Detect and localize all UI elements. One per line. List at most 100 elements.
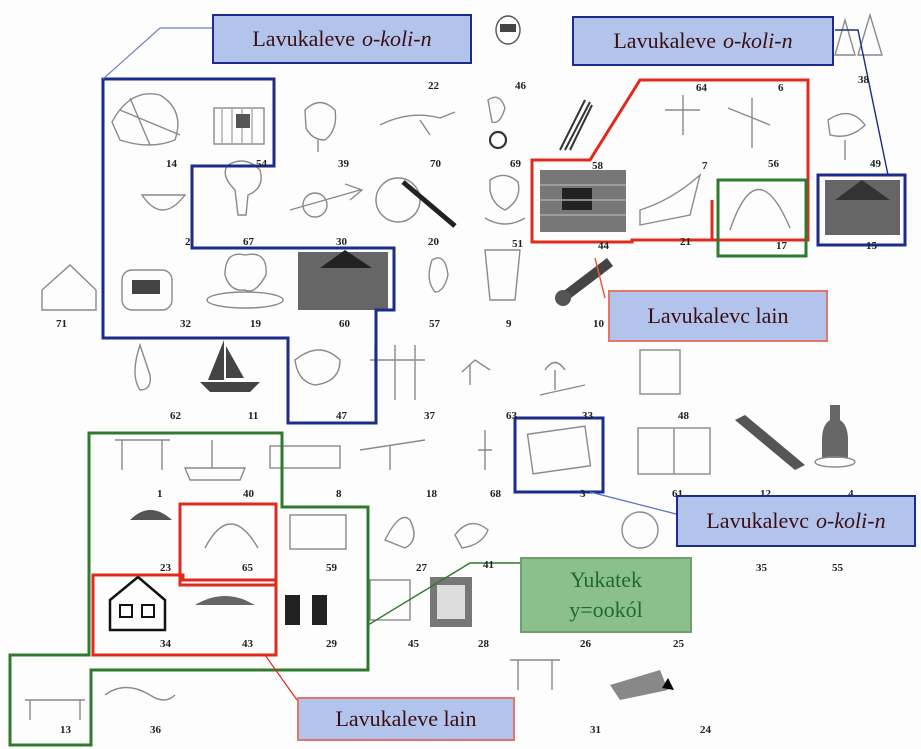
picture-number: 44	[598, 240, 609, 252]
picture-18-tool	[359, 439, 426, 470]
picture-31-table	[510, 659, 560, 690]
picture-number: 36	[150, 724, 161, 736]
picture-number: 19	[250, 318, 261, 330]
picture-number: 61	[672, 488, 683, 500]
connector-bottom	[264, 654, 298, 701]
picture-number: 8	[336, 488, 342, 500]
picture-number: 28	[478, 638, 489, 650]
picture-29-boots	[285, 595, 327, 625]
picture-number: 46	[515, 80, 526, 92]
picture-70-bird	[379, 111, 456, 136]
callout-text: Lavukalevc	[706, 508, 809, 533]
callout-line-2: y=ookól	[569, 597, 643, 622]
picture-number: 31	[590, 724, 601, 736]
picture-63-shape	[461, 359, 491, 385]
picture-number: 3	[580, 488, 586, 500]
picture-62-drop	[134, 342, 151, 391]
picture-number: 18	[426, 488, 437, 500]
picture-20-circle	[375, 177, 421, 223]
picture-47-animal	[294, 349, 341, 386]
picture-27-plant	[384, 516, 415, 549]
picture-number: 35	[756, 562, 767, 574]
picture-14-net	[111, 93, 181, 146]
callout-text: Lavukaleve lain	[335, 706, 477, 731]
picture-number: 37	[424, 410, 435, 422]
picture-17-curve	[729, 188, 791, 231]
picture-4-bottle	[822, 405, 848, 458]
picture-number: 1	[157, 488, 163, 500]
picture-30-arrow	[289, 183, 364, 211]
picture-59-cabinet	[289, 514, 347, 550]
picture-number: 51	[512, 238, 523, 250]
picture-number: 32	[180, 318, 191, 330]
green-region-17	[716, 178, 808, 258]
connector-top-right	[835, 29, 889, 176]
picture-number: 68	[490, 488, 501, 500]
blue-region-left	[101, 77, 396, 425]
picture-43-animal	[195, 596, 255, 605]
picture-number: 26	[580, 638, 591, 650]
picture-69-figure	[487, 96, 506, 124]
picture-number: 41	[483, 559, 494, 571]
picture-number: 12	[760, 488, 771, 500]
callout-italic: o-koli-n	[722, 28, 793, 53]
picture-number: 29	[326, 638, 337, 650]
picture-37-fence	[370, 345, 425, 400]
picture-number: 14	[166, 158, 177, 170]
callout-bottom: Lavukaleve lain	[297, 697, 515, 741]
picture-68-shape	[478, 430, 492, 470]
callout-low-right: Lavukalevc o-koli-n	[676, 495, 916, 547]
picture-57-balloon	[428, 257, 449, 293]
picture-46-skull	[495, 15, 521, 45]
picture-58-sticks	[559, 99, 593, 151]
picture-number: 57	[429, 318, 440, 330]
picture-number: 34	[160, 638, 171, 650]
picture-number: 13	[60, 724, 71, 736]
picture-36-shape	[104, 686, 176, 701]
picture-40-plate	[183, 440, 247, 481]
picture-number: 39	[338, 158, 349, 170]
picture-34-house	[108, 575, 167, 632]
picture-number: 62	[170, 410, 181, 422]
picture-33-person	[539, 361, 586, 396]
picture-number: 24	[700, 724, 711, 736]
picture-8-machine	[269, 445, 341, 469]
picture-number: 33	[582, 410, 593, 422]
callout-italic: o-koli-n	[815, 508, 886, 533]
callout-text: Lavukaleve	[252, 26, 355, 51]
picture-number: 15	[866, 240, 877, 252]
picture-45-frame	[369, 579, 411, 621]
picture-54-cage	[213, 107, 265, 145]
picture-number: 49	[870, 158, 881, 170]
picture-number: 43	[242, 638, 253, 650]
picture-number: 22	[428, 80, 439, 92]
picture-number: 71	[56, 318, 67, 330]
picture-64-6-lines	[665, 95, 771, 148]
picture-21-shape	[639, 172, 702, 226]
picture-11-sailboat	[200, 340, 260, 392]
picture-number: 58	[592, 160, 603, 172]
picture-drawings	[25, 12, 900, 720]
callout-top-left: Lavukaleve o-koli-n	[212, 14, 472, 64]
picture-71-hut	[41, 264, 97, 311]
picture-number: 38	[858, 74, 869, 86]
picture-48-window	[639, 349, 681, 395]
picture-number: 45	[408, 638, 419, 650]
picture-number: 11	[248, 410, 259, 422]
picture-51-person	[484, 174, 526, 225]
picture-35-circle	[621, 511, 659, 549]
region-outlines	[8, 27, 907, 747]
picture-number: 69	[510, 158, 521, 170]
picture-number: 56	[768, 158, 779, 170]
picture-number: 65	[242, 562, 253, 574]
picture-49-tee	[827, 112, 866, 160]
picture-number: 48	[678, 410, 689, 422]
picture-number: 2	[185, 236, 191, 248]
picture-67-tree	[224, 160, 262, 216]
picture-number: 9	[506, 318, 512, 330]
picture-65-curve	[204, 523, 259, 549]
picture-32-jar	[121, 269, 173, 311]
connector-top-left	[102, 27, 212, 80]
